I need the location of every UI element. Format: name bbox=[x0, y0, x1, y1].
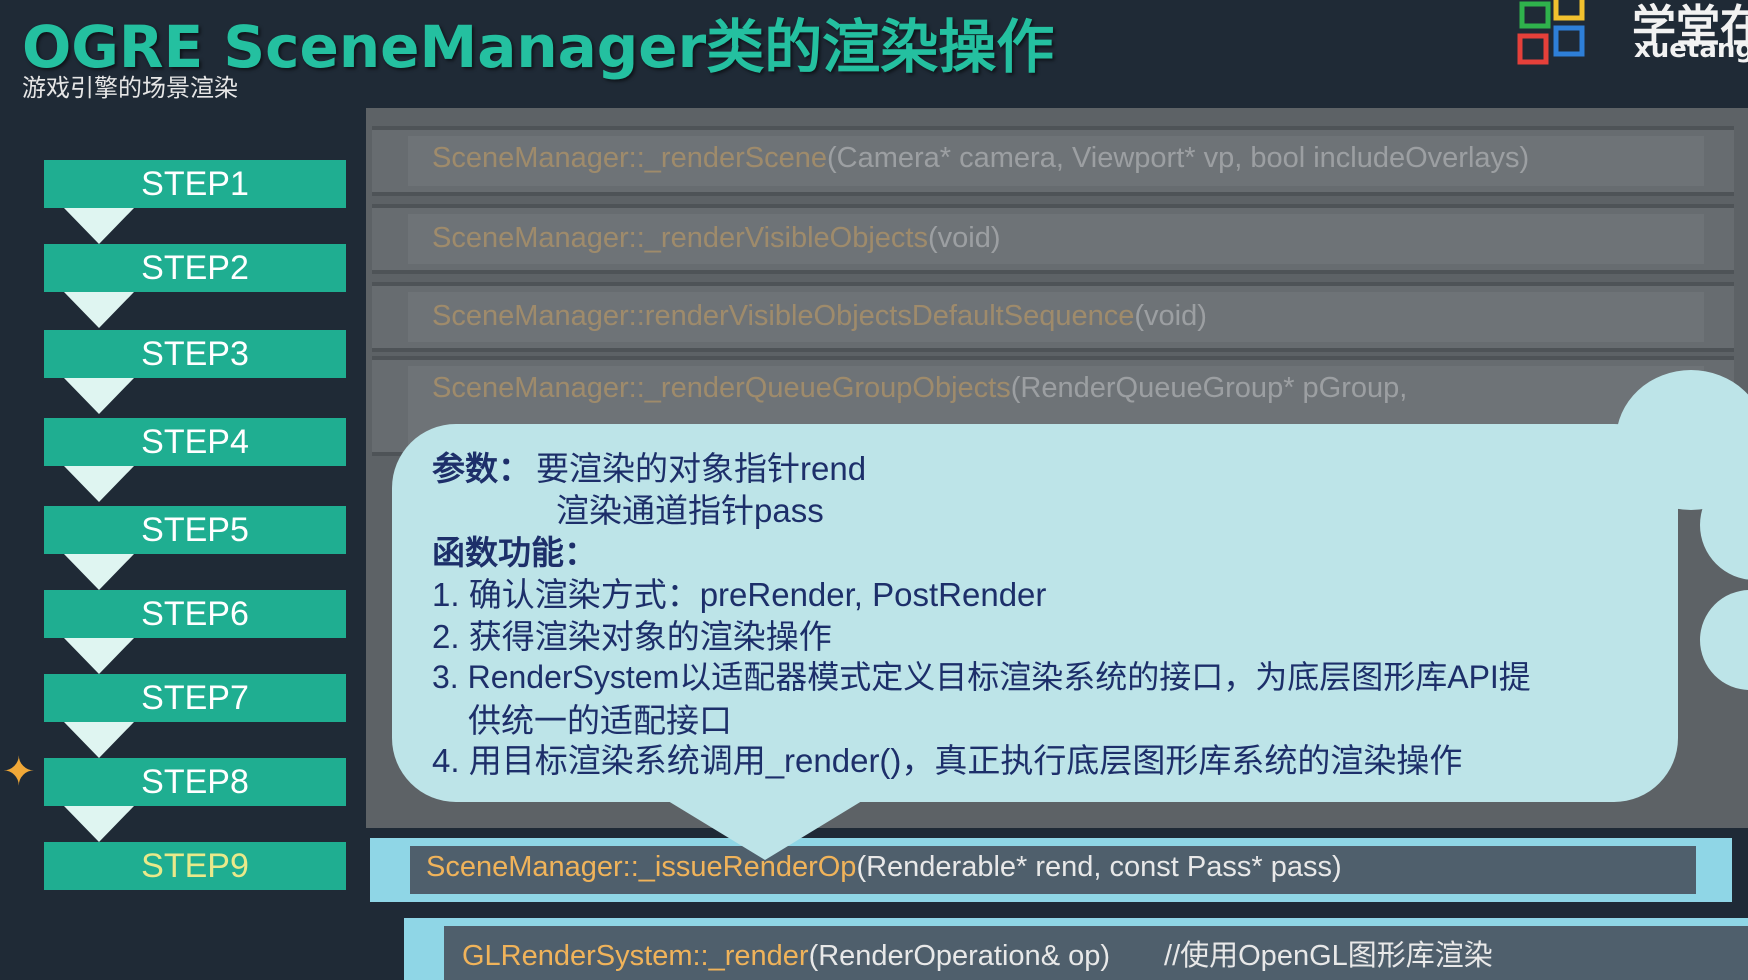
code-row bbox=[372, 282, 1734, 352]
gl-render-row bbox=[404, 918, 1748, 980]
active-call-row bbox=[370, 838, 1732, 902]
step-9[interactable]: STEP9 bbox=[44, 842, 346, 890]
function-args: (Renderable* rend, const Pass* pass) bbox=[856, 851, 1342, 883]
call-render-default-sequence: SceneManager::renderVisibleObjectsDefaul… bbox=[432, 300, 1207, 333]
call-render-visible-objects: SceneManager::_renderVisibleObjects(void… bbox=[432, 222, 1001, 255]
step-8[interactable]: STEP8 bbox=[44, 758, 346, 806]
call-issue-render-op: SceneManager::_issueRenderOp(Renderable*… bbox=[426, 851, 1342, 884]
function-item-2: 2. 获得渲染对象的渲染操作 bbox=[432, 618, 832, 655]
function-name: SceneManager::renderVisibleObjectsDefaul… bbox=[432, 300, 1135, 332]
code-comment: //使用OpenGL图形库渲染 bbox=[1164, 940, 1493, 972]
step-1[interactable]: STEP1 bbox=[44, 160, 346, 208]
step-4[interactable]: STEP4 bbox=[44, 418, 346, 466]
page-subtitle: 游戏引擎的场景渲染 bbox=[22, 74, 238, 102]
step-2[interactable]: STEP2 bbox=[44, 244, 346, 292]
function-args: (RenderOperation& op) bbox=[808, 940, 1111, 972]
function-name: SceneManager::_renderVisibleObjects bbox=[432, 222, 928, 254]
call-gl-render: GLRenderSystem::_render(RenderOperation&… bbox=[462, 932, 1493, 974]
function-name: SceneManager::_renderQueueGroupObjects bbox=[432, 372, 1011, 404]
logo-chinese-text: 学堂在 bbox=[1632, 1, 1748, 52]
functions-label: 函数功能： bbox=[432, 534, 597, 571]
step-3[interactable]: STEP3 bbox=[44, 330, 346, 378]
code-row bbox=[372, 204, 1734, 274]
function-args: (Camera* camera, Viewport* vp, bool incl… bbox=[826, 142, 1530, 174]
function-name: SceneManager::_issueRenderOp bbox=[426, 851, 857, 883]
call-render-queue-group: SceneManager::_renderQueueGroupObjects(R… bbox=[432, 372, 1407, 405]
function-item-3: 3. RenderSystem以适配器模式定义目标渲染系统的接口，为底层图形库A… bbox=[432, 659, 1531, 695]
logo-english-text: xuetangX bbox=[1634, 34, 1748, 64]
params-label: 参数： bbox=[432, 450, 531, 487]
step-arrow-icon bbox=[64, 554, 134, 590]
function-args: (void) bbox=[1134, 300, 1207, 332]
call-render-scene: SceneManager::_renderScene(Camera* camer… bbox=[432, 142, 1529, 175]
step-5[interactable]: STEP5 bbox=[44, 506, 346, 554]
function-item-3-cont: 供统一的适配接口 bbox=[468, 702, 732, 739]
step-6[interactable]: STEP6 bbox=[44, 590, 346, 638]
function-name: GLRenderSystem::_render bbox=[462, 940, 809, 972]
step-arrow-icon bbox=[64, 638, 134, 674]
step-arrow-icon bbox=[64, 722, 134, 758]
page-title: OGRE SceneManager类的渲染操作 bbox=[22, 13, 1055, 81]
step-arrow-icon bbox=[64, 208, 134, 244]
step-7[interactable]: STEP7 bbox=[44, 674, 346, 722]
step-arrow-icon bbox=[64, 292, 134, 328]
step-arrow-icon bbox=[64, 466, 134, 502]
step-arrow-icon bbox=[64, 806, 134, 842]
code-row bbox=[372, 126, 1734, 196]
current-step-star-icon: ✦ bbox=[2, 749, 36, 795]
explanation-callout bbox=[392, 424, 1678, 802]
function-args: (RenderQueueGroup* pGroup, bbox=[1010, 372, 1408, 404]
xuetang-logo-icon bbox=[1517, 0, 1585, 65]
step-arrow-icon bbox=[64, 378, 134, 414]
function-args: (void) bbox=[927, 222, 1001, 254]
function-item-1: 1. 确认渲染方式：preRender, PostRender bbox=[432, 576, 1047, 613]
param-pass: 渲染通道指针pass bbox=[556, 492, 824, 529]
function-item-4: 4. 用目标渲染系统调用_render()，真正执行底层图形库系统的渲染操作 bbox=[432, 742, 1463, 779]
function-name: SceneManager::_renderScene bbox=[432, 142, 827, 174]
param-rend: 要渲染的对象指针rend bbox=[536, 450, 867, 487]
